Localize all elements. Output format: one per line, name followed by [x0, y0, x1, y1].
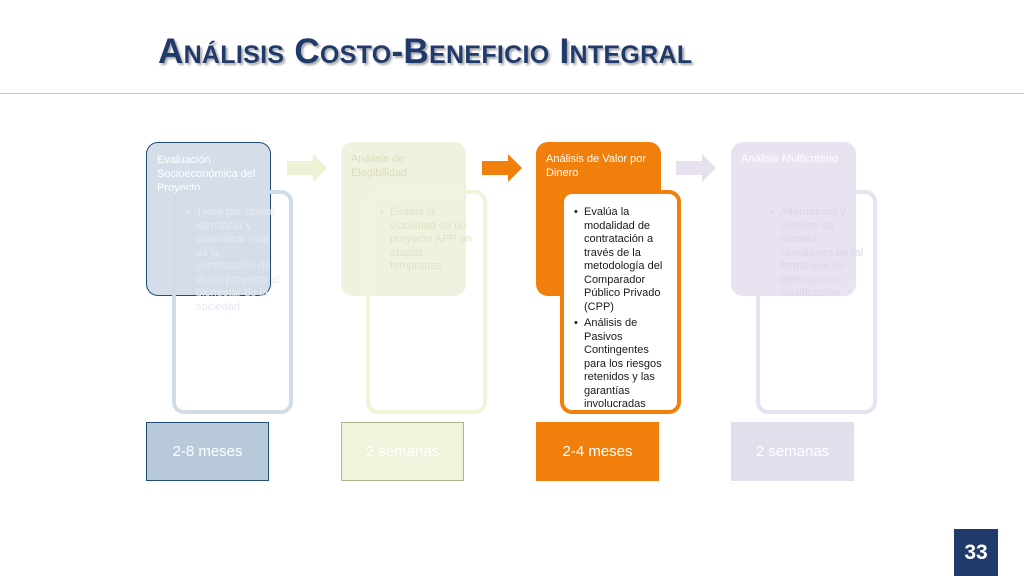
chevron-arrow-icon — [676, 154, 716, 182]
stage-detail-box-4: Alternativas y criterios de manera simul… — [756, 190, 877, 414]
bullet-item: Evalúa la viabilidad de un proyecto APP … — [380, 206, 475, 274]
bullet-item: Tiene por objeto identificar y cuantific… — [186, 206, 281, 314]
duration-box-2: 2 semanas — [341, 422, 464, 481]
page-number: 33 — [954, 529, 998, 576]
chevron-arrow-icon — [482, 154, 522, 182]
duration-box-4: 2 semanas — [731, 422, 854, 481]
bullet-item: Alternativas y criterios de manera simul… — [770, 206, 865, 301]
title-divider — [0, 93, 1024, 94]
stage-label: Análisis de Valor por Dinero — [546, 153, 647, 179]
stage-detail-box-3: Evalúa la modalidad de contratación a tr… — [560, 190, 681, 414]
bullet-item: Evalúa la modalidad de contratación a tr… — [574, 206, 669, 314]
chevron-arrow-icon — [287, 154, 327, 182]
stage-detail-box-2: Evalúa la viabilidad de un proyecto APP … — [366, 190, 487, 414]
stage-label: Análisis de Elegibilidad — [351, 153, 408, 179]
duration-box-3: 2-4 meses — [536, 422, 659, 481]
stage-label: Análisis Multicriterio — [741, 153, 839, 165]
stage-label: Evaluación Socioeconómica del Proyecto — [157, 154, 256, 194]
duration-box-1: 2-8 meses — [146, 422, 269, 481]
page-title: Análisis Costo-Beneficio Integral — [158, 32, 693, 71]
bullet-item: Análisis de Pasivos Contingentes para lo… — [574, 317, 669, 412]
stage-detail-box-1: Tiene por objeto identificar y cuantific… — [172, 190, 293, 414]
